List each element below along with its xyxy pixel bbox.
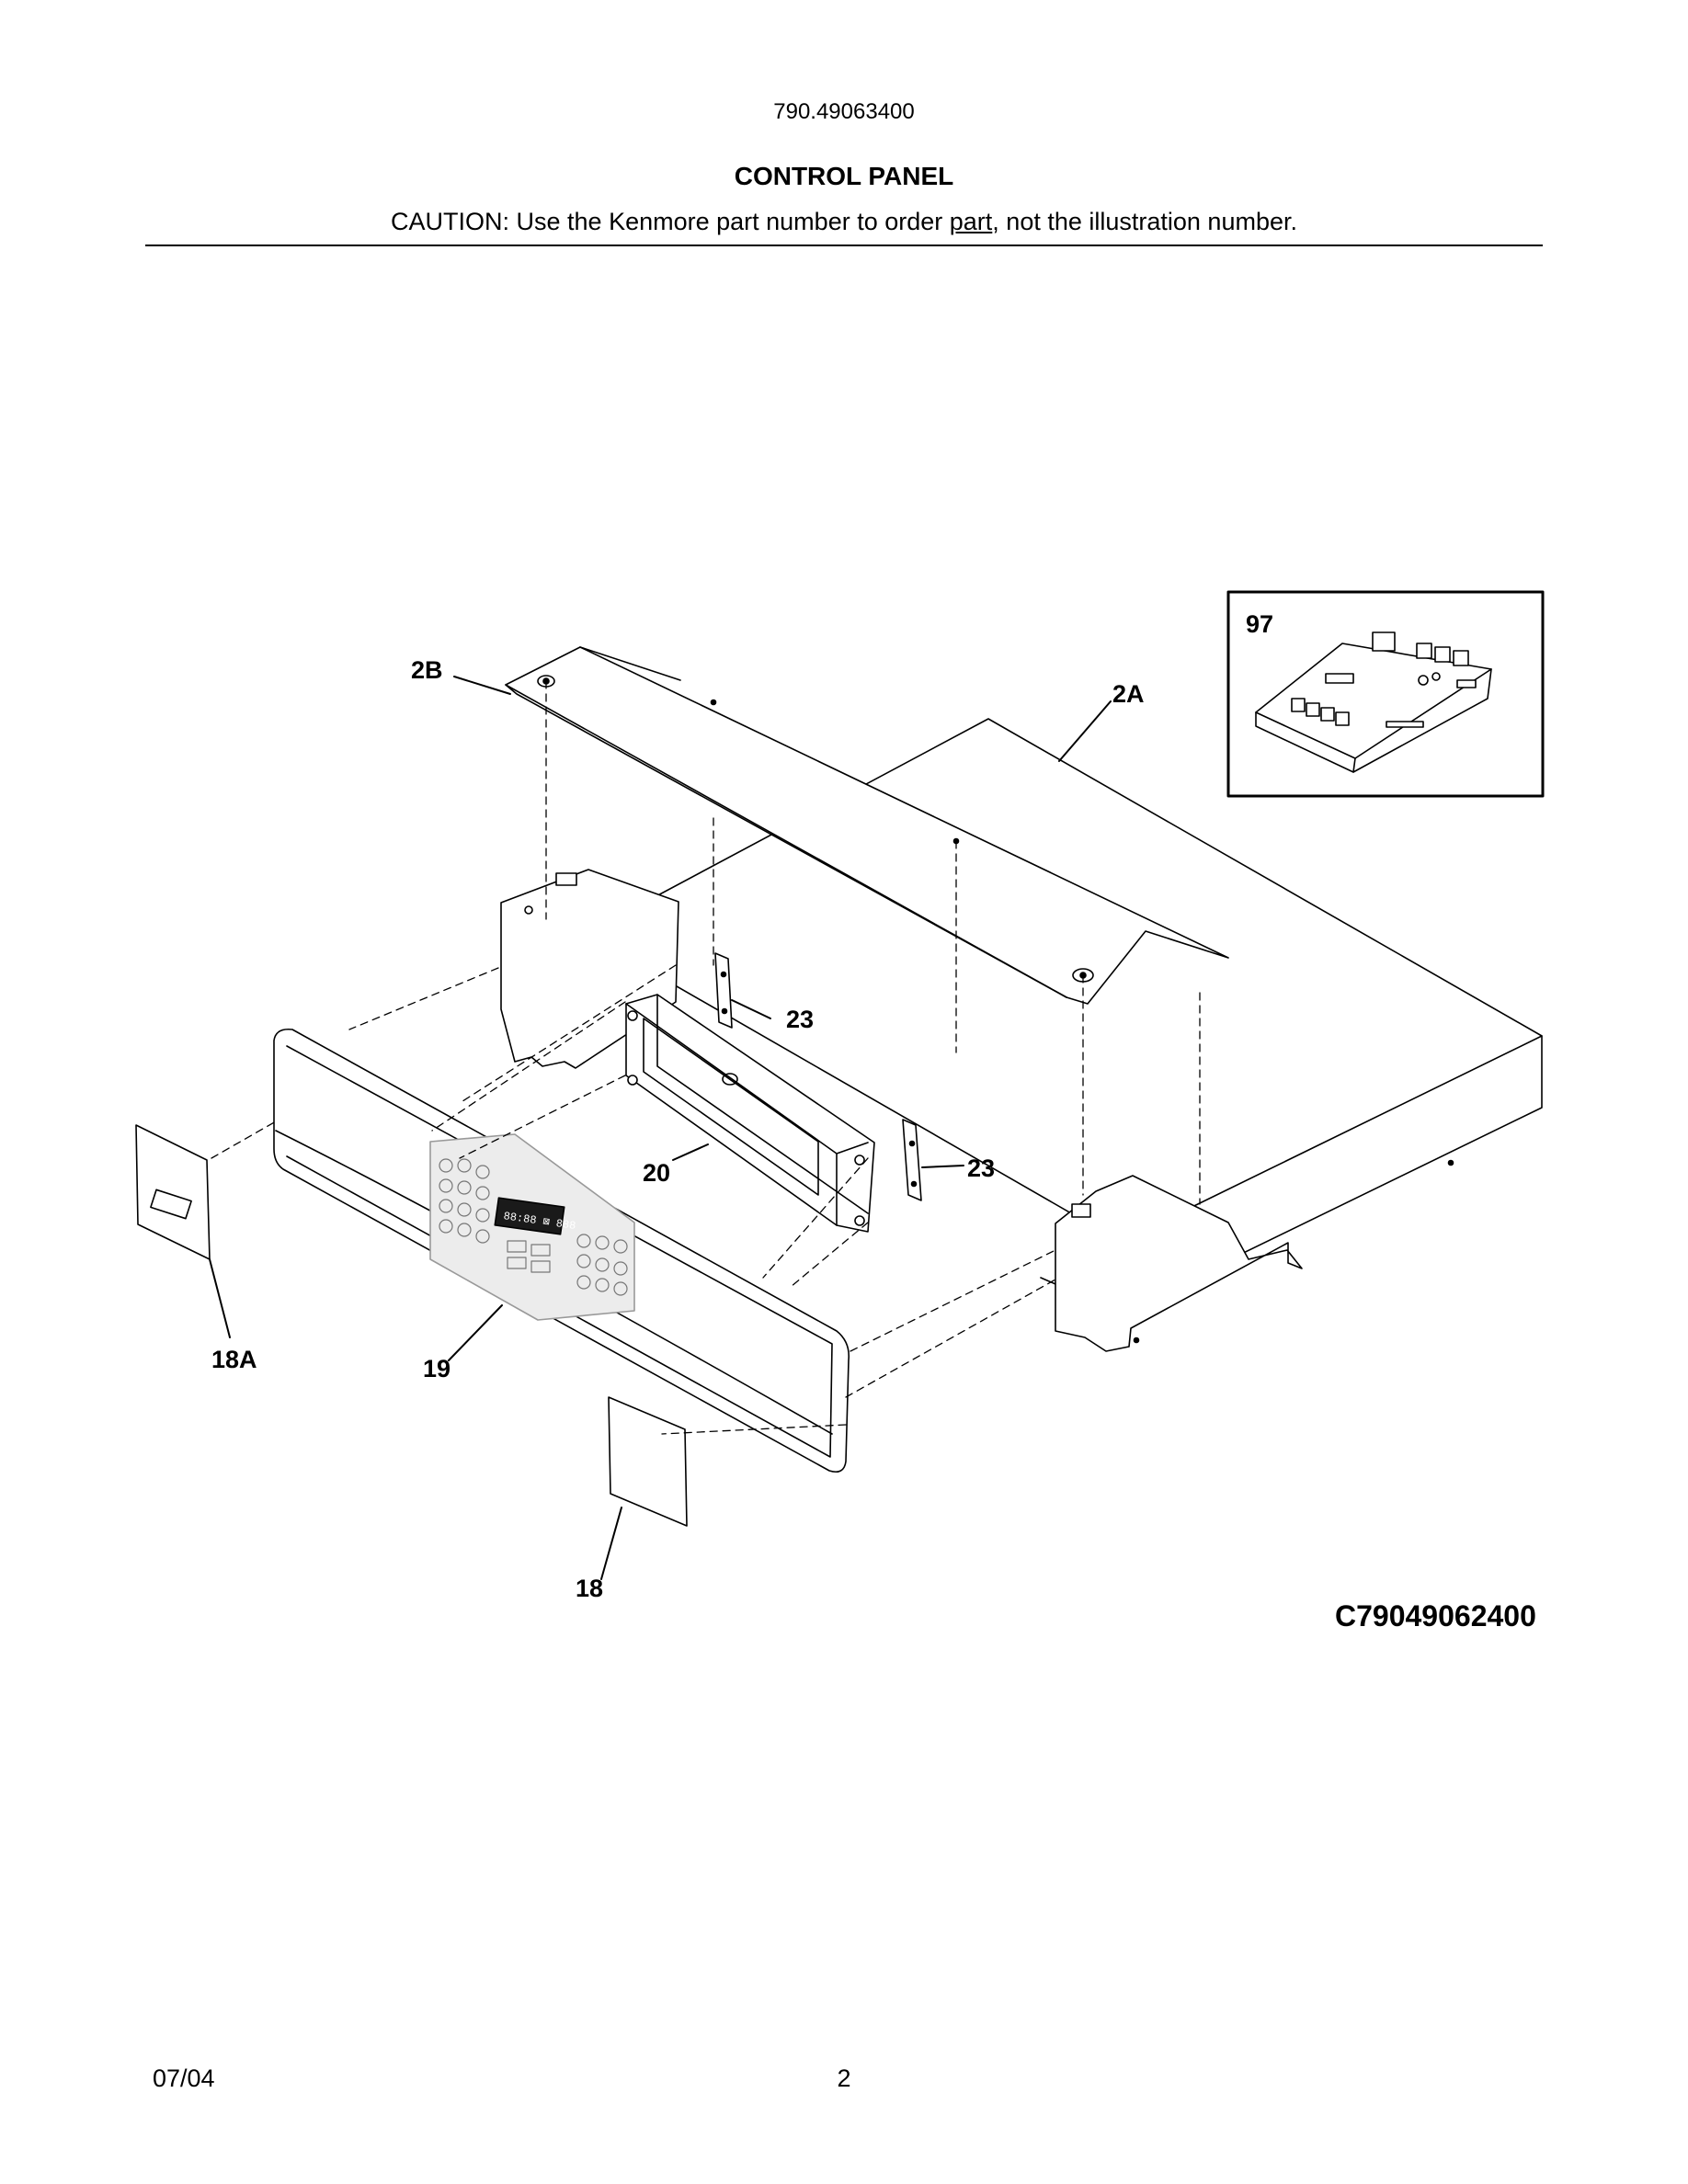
part-23-bracket-upper [714,952,733,1029]
page-number: 2 [837,2065,851,2092]
callout-leaders [209,676,1112,1580]
callout-18a: 18A [211,1346,257,1373]
part-2b-cover [505,646,1229,1005]
model-number: 790.49063400 [773,99,915,124]
callout-18: 18 [576,1575,603,1602]
part-20-control-board [625,994,875,1233]
callout-23-lower: 23 [967,1155,995,1182]
caution-suffix: , not the illustration number. [992,208,1297,235]
page-title: CONTROL PANEL [734,162,954,190]
drawing-code: C79049062400 [1335,1599,1536,1632]
footer-date: 07/04 [153,2065,215,2092]
assembly-guide-lines [211,680,1201,1435]
part-23-bracket-lower [902,1119,922,1201]
right-end-bracket [1055,1175,1303,1352]
callout-20: 20 [643,1159,670,1187]
inset-box-part-97 [1226,590,1545,798]
caution-note: CAUTION: Use the Kenmore part number to … [0,208,1688,236]
part-18-end-cap [608,1396,688,1527]
part-18a-end-cap [135,1124,211,1260]
callout-19: 19 [423,1355,451,1382]
header-divider [145,245,1543,246]
caution-prefix: CAUTION: Use the Kenmore part number to … [391,208,950,235]
callout-97: 97 [1246,610,1273,638]
part-97-circuit-board [1255,631,1492,773]
caution-underlined-word: part [949,208,993,235]
callout-2a: 2A [1112,680,1145,708]
callout-2b: 2B [411,656,443,684]
part-19-console-trim [273,1028,850,1473]
callout-23-upper: 23 [786,1006,814,1033]
